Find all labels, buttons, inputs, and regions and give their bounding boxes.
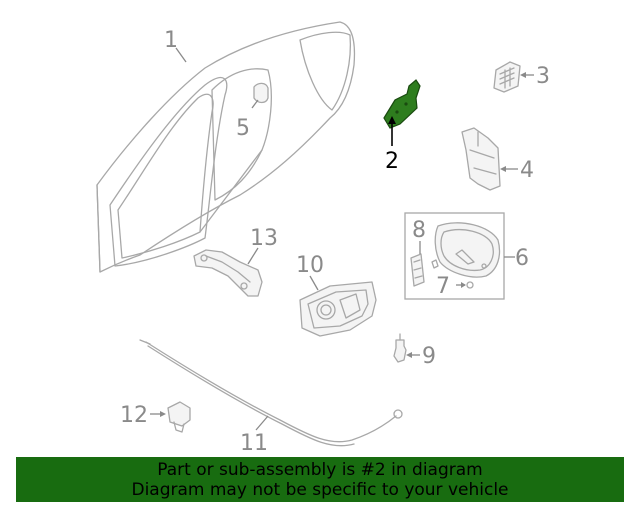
- callout-6[interactable]: 6: [515, 246, 529, 271]
- banner-line-1: Part or sub-assembly is #2 in diagram: [157, 460, 483, 480]
- callout-4[interactable]: 4: [520, 158, 534, 183]
- callout-12[interactable]: 12: [120, 403, 148, 428]
- callout-13[interactable]: 13: [250, 226, 278, 251]
- part-9-fastener[interactable]: [393, 333, 420, 363]
- part-4-housing[interactable]: [461, 127, 518, 191]
- callout-11[interactable]: 11: [240, 431, 268, 456]
- part-13-hinge[interactable]: [193, 247, 263, 297]
- part-5-grommet[interactable]: [251, 82, 269, 109]
- callout-5[interactable]: 5: [236, 116, 250, 141]
- callout-1[interactable]: 1: [164, 28, 178, 53]
- banner-line-2: Diagram may not be specific to your vehi…: [131, 480, 509, 500]
- part-2-bracket-highlighted[interactable]: [383, 79, 421, 146]
- part-8-actuator[interactable]: [410, 241, 425, 287]
- part-7-clip[interactable]: [431, 259, 474, 289]
- part-6-fuel-door-assembly-box[interactable]: [404, 212, 515, 300]
- part-10-filler-housing[interactable]: [299, 275, 377, 337]
- callout-10[interactable]: 10: [296, 253, 324, 278]
- part-12-clip[interactable]: [150, 401, 191, 433]
- part-11-release-cable[interactable]: [139, 339, 403, 447]
- callout-1-leader: [175, 47, 187, 63]
- callout-2[interactable]: 2: [385, 149, 399, 174]
- callout-8[interactable]: 8: [412, 218, 426, 243]
- callout-3[interactable]: 3: [536, 64, 550, 89]
- part-3-vent[interactable]: [493, 61, 534, 93]
- part-1-body-side-panel[interactable]: [96, 21, 356, 273]
- callout-7[interactable]: 7: [436, 274, 450, 299]
- callout-9[interactable]: 9: [422, 344, 436, 369]
- info-banner: Part or sub-assembly is #2 in diagram Di…: [16, 457, 624, 502]
- part-2-shape: [383, 79, 421, 129]
